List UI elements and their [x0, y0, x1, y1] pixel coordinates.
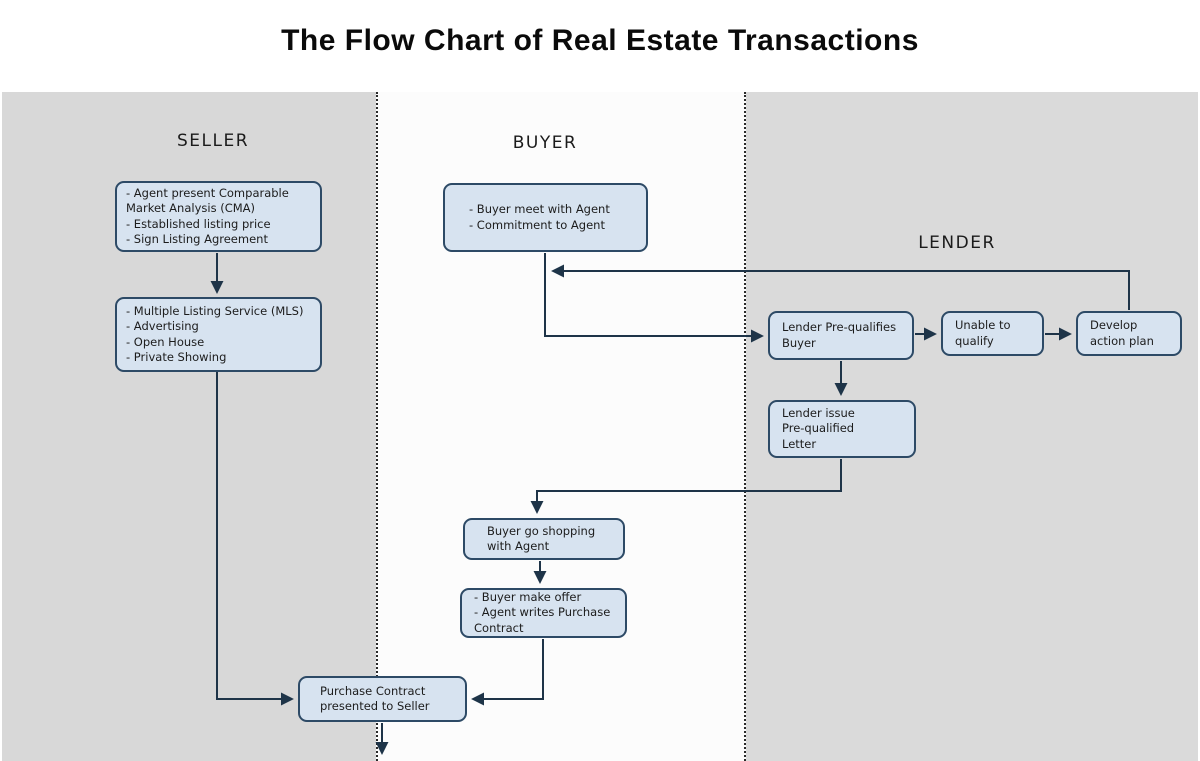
node-prequalified-letter: Lender issue Pre-qualified Letter — [768, 400, 916, 458]
node-buyer-go-shopping: Buyer go shopping with Agent — [463, 518, 625, 560]
node-unable-to-qualify: Unable to qualify — [941, 311, 1044, 356]
page-title: The Flow Chart of Real Estate Transactio… — [281, 24, 919, 57]
lane-header-lender: LENDER — [918, 233, 996, 253]
lane-header-buyer: BUYER — [512, 133, 578, 153]
node-lender-prequalifies: Lender Pre-qualifies Buyer — [768, 311, 914, 360]
node-purchase-contract: Purchase Contract presented to Seller — [298, 676, 467, 722]
node-buyer-make-offer: - Buyer make offer - Agent writes Purcha… — [460, 588, 627, 638]
lane-header-seller: SELLER — [176, 131, 250, 151]
node-seller-cma: - Agent present Comparable Market Analys… — [115, 181, 322, 252]
node-seller-mls: - Multiple Listing Service (MLS) - Adver… — [115, 297, 322, 372]
node-buyer-meet-agent: - Buyer meet with Agent - Commitment to … — [443, 183, 648, 252]
node-develop-action-plan: Develop action plan — [1076, 311, 1182, 356]
